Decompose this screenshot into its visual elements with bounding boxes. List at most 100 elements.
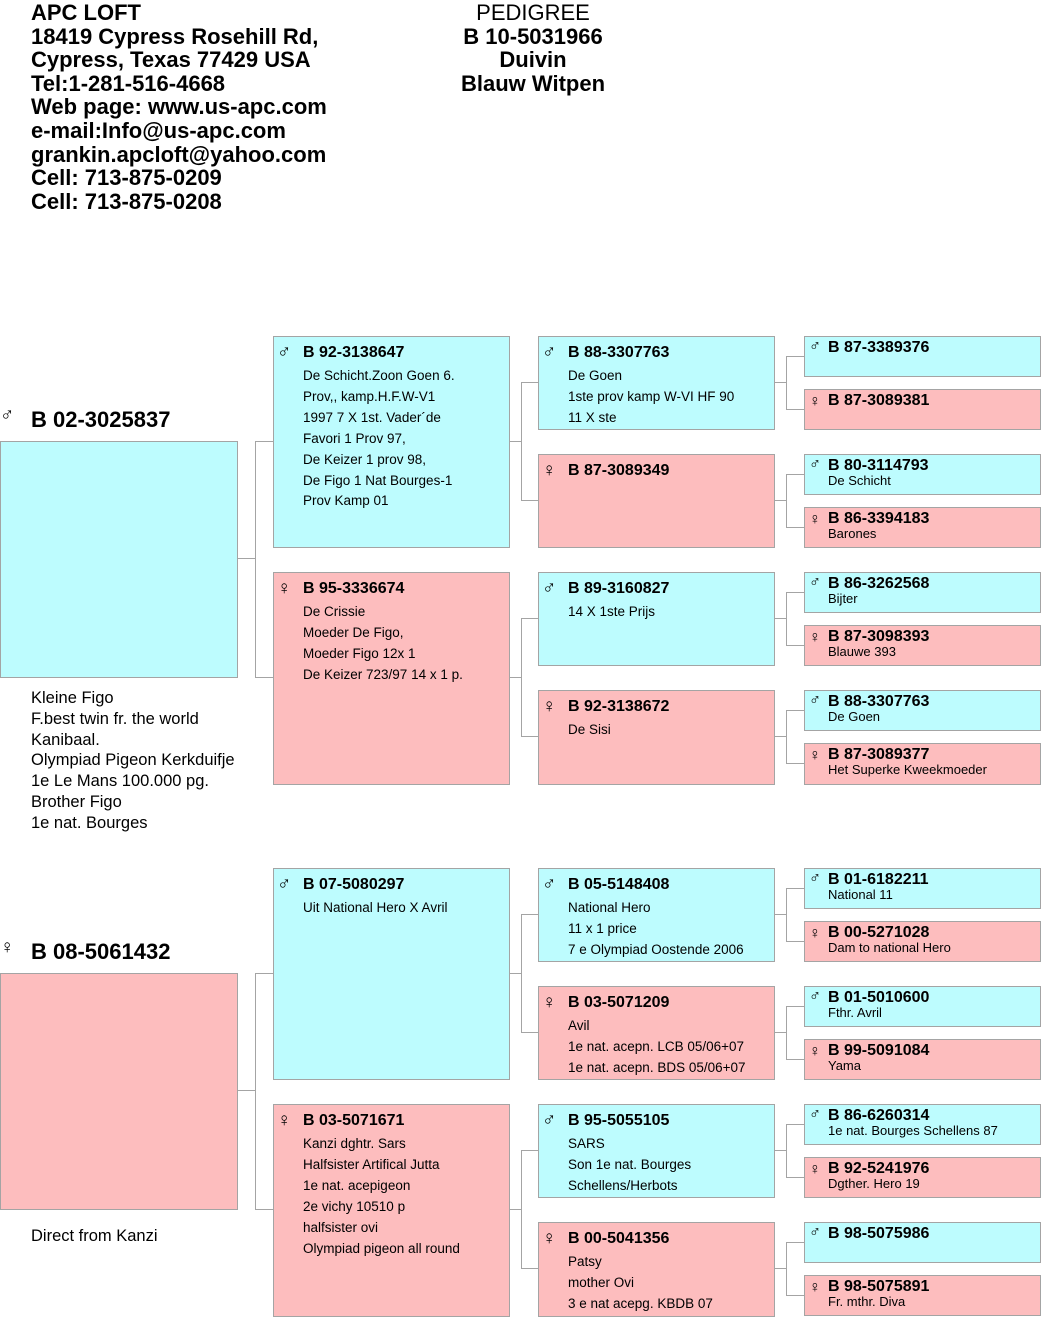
- male-icon: ♂: [809, 870, 821, 887]
- pedigree-card-gen2[interactable]: ♂ B 92-3138647 De Schicht.Zoon Goen 6. P…: [273, 336, 510, 548]
- female-icon: ♀: [0, 937, 15, 958]
- sire-notes: Kleine Figo F.best twin fr. the world Ka…: [31, 688, 235, 834]
- pedigree-card-gen3[interactable]: ♀ B 00-5041356 Patsy mother Ovi 3 e nat …: [538, 1222, 775, 1317]
- card-note: Blauwe 393: [828, 644, 896, 659]
- pedigree-card-gen3[interactable]: ♀ B 03-5071209 Avil 1e nat. acepn. LCB 0…: [538, 986, 775, 1080]
- sire-ring: B 02-3025837: [31, 407, 171, 432]
- sire-note: Kanibaal.: [31, 730, 100, 749]
- pedigree-card-gen4[interactable]: ♀ B 00-5271028 Dam to national Hero: [804, 921, 1041, 962]
- sire-note: 1e Le Mans 100.000 pg.: [31, 772, 209, 791]
- pedigree-card-gen3[interactable]: ♂ B 95-5055105 SARS Son 1e nat. Bourges …: [538, 1104, 775, 1198]
- pedigree-card-gen3[interactable]: ♂ B 89-3160827 14 X 1ste Prijs: [538, 572, 775, 666]
- pedigree-card-gen2[interactable]: ♂ B 07-5080297 Uit National Hero X Avril: [273, 868, 510, 1080]
- card-note: National Hero: [568, 900, 651, 915]
- ring-number: B 87-3089377: [828, 746, 930, 763]
- female-icon: ♀: [809, 1043, 821, 1060]
- ring-number: B 98-5075891: [828, 1278, 930, 1295]
- card-note: 1e nat. acepn. BDS 05/06+07: [568, 1059, 746, 1075]
- male-icon: ♂: [809, 988, 821, 1005]
- ring-number: B 01-5010600: [828, 989, 930, 1006]
- ring-number: B 87-3089349: [568, 462, 670, 479]
- ring-number: B 87-3389376: [828, 339, 930, 356]
- loft-address-city: Cypress, Texas 77429 USA: [31, 47, 311, 73]
- pedigree-card-gen4[interactable]: ♀ B 87-3089377 Het Superke Kweekmoeder: [804, 743, 1041, 785]
- card-notes: De Crissie Moeder De Figo, Moeder Figo 1…: [303, 602, 463, 686]
- pedigree-card-gen2[interactable]: ♀ B 03-5071671 Kanzi dghtr. Sars Halfsis…: [273, 1104, 510, 1317]
- ring-number: B 92-3138647: [303, 344, 405, 361]
- female-icon: ♀: [277, 1110, 292, 1131]
- card-note: 11 x 1 price: [568, 920, 637, 936]
- ring-number: B 03-5071209: [568, 994, 670, 1011]
- loft-address-street: 18419 Cypress Rosehill Rd,: [31, 23, 319, 49]
- card-note: De Goen: [828, 709, 881, 724]
- card-note: Prov Kamp 01: [303, 493, 389, 509]
- card-note: Schellens/Herbots: [568, 1177, 678, 1193]
- pedigree-card-gen3[interactable]: ♀ B 92-3138672 De Sisi: [538, 690, 775, 785]
- card-note: De Schicht: [828, 473, 891, 488]
- pedigree-card-gen4[interactable]: ♀ B 99-5091084 Yama: [804, 1039, 1041, 1080]
- loft-email: e-mail:Info@us-apc.com: [31, 117, 286, 143]
- card-notes: De Sisi: [568, 720, 611, 741]
- ring-number: B 05-5148408: [568, 876, 670, 893]
- ring-number: B 86-3262568: [828, 575, 930, 592]
- male-icon: ♂: [277, 342, 292, 363]
- pedigree-card-gen4[interactable]: ♂ B 87-3389376: [804, 336, 1041, 377]
- ring-number: B 89-3160827: [568, 580, 670, 597]
- ring-number: B 00-5271028: [828, 924, 930, 941]
- pedigree-card-gen4[interactable]: ♀ B 92-5241976 Dgther. Hero 19: [804, 1157, 1041, 1198]
- loft-contact-block: APC LOFT 18419 Cypress Rosehill Rd, Cypr…: [31, 1, 327, 213]
- pedigree-card-gen4[interactable]: ♀ B 87-3089381: [804, 389, 1041, 430]
- male-icon: ♂: [809, 574, 821, 591]
- card-notes: 14 X 1ste Prijs: [568, 602, 655, 623]
- ring-number: B 98-5075986: [828, 1225, 930, 1242]
- female-icon: ♀: [809, 511, 821, 528]
- card-notes: Kanzi dghtr. Sars Halfsister Artifical J…: [303, 1134, 460, 1259]
- pedigree-card-gen3[interactable]: ♂ B 88-3307763 De Goen 1ste prov kamp W-…: [538, 336, 775, 430]
- pedigree-card-gen4[interactable]: ♀ B 87-3098393 Blauwe 393: [804, 625, 1041, 666]
- card-note: De Goen: [568, 368, 623, 383]
- ring-number: B 87-3098393: [828, 628, 930, 645]
- male-icon: ♂: [0, 405, 15, 426]
- dam-note: Direct from Kanzi: [31, 1227, 158, 1245]
- card-note: 2e vichy 10510 p: [303, 1198, 406, 1214]
- card-note: Fr. mthr. Diva: [828, 1294, 906, 1309]
- pedigree-card-gen3[interactable]: ♀ B 87-3089349: [538, 454, 775, 548]
- loft-cell-2: Cell: 713-875-0208: [31, 188, 222, 214]
- pedigree-card-gen4[interactable]: ♂ B 80-3114793 De Schicht: [804, 454, 1041, 495]
- pedigree-card-gen2[interactable]: ♀ B 95-3336674 De Crissie Moeder De Figo…: [273, 572, 510, 785]
- ring-number: B 87-3089381: [828, 392, 930, 409]
- card-notes: Patsy mother Ovi 3 e nat acepg. KBDB 07: [568, 1252, 713, 1315]
- pedigree-card-gen4[interactable]: ♀ B 86-3394183 Barones: [804, 507, 1041, 548]
- loft-cell-1: Cell: 713-875-0209: [31, 165, 222, 191]
- pedigree-heading: PEDIGREE: [476, 0, 590, 25]
- card-note: De Keizer 1 prov 98,: [303, 451, 427, 467]
- female-icon: ♀: [809, 629, 821, 646]
- pedigree-color: Blauw Witpen: [460, 70, 606, 96]
- ring-number: B 95-5055105: [568, 1112, 670, 1129]
- card-note: Barones: [828, 526, 877, 541]
- sire-note: 1e nat. Bourges: [31, 813, 148, 832]
- card-note: De Schicht.Zoon Goen 6.: [303, 368, 455, 383]
- female-icon: ♀: [809, 925, 821, 942]
- female-icon: ♀: [542, 696, 557, 717]
- card-notes: SARS Son 1e nat. Bourges Schellens/Herbo…: [568, 1134, 691, 1197]
- female-icon: ♀: [809, 1161, 821, 1178]
- card-note: De Sisi: [568, 722, 611, 737]
- card-note: National 11: [828, 887, 893, 902]
- female-icon: ♀: [542, 460, 557, 481]
- pedigree-card-gen4[interactable]: ♂ B 98-5075986: [804, 1222, 1041, 1263]
- female-icon: ♀: [277, 578, 292, 599]
- pedigree-card-gen4[interactable]: ♂ B 86-6260314 1e nat. Bourges Schellens…: [804, 1104, 1041, 1145]
- male-icon: ♂: [542, 342, 557, 363]
- loft-name: APC LOFT: [31, 0, 141, 25]
- sire-note: Kleine Figo: [31, 689, 114, 707]
- card-note: Favori 1 Prov 97,: [303, 430, 406, 446]
- female-icon: ♀: [542, 1228, 557, 1249]
- pedigree-card-gen4[interactable]: ♂ B 01-5010600 Fthr. Avril: [804, 986, 1041, 1027]
- pedigree-card-gen4[interactable]: ♀ B 98-5075891 Fr. mthr. Diva: [804, 1275, 1041, 1316]
- pedigree-card-gen4[interactable]: ♂ B 88-3307763 De Goen: [804, 690, 1041, 731]
- pedigree-card-gen4[interactable]: ♂ B 86-3262568 Bijter: [804, 572, 1041, 613]
- female-icon: ♀: [542, 992, 557, 1013]
- pedigree-card-gen4[interactable]: ♂ B 01-6182211 National 11: [804, 868, 1041, 909]
- pedigree-card-gen3[interactable]: ♂ B 05-5148408 National Hero 11 x 1 pric…: [538, 868, 775, 962]
